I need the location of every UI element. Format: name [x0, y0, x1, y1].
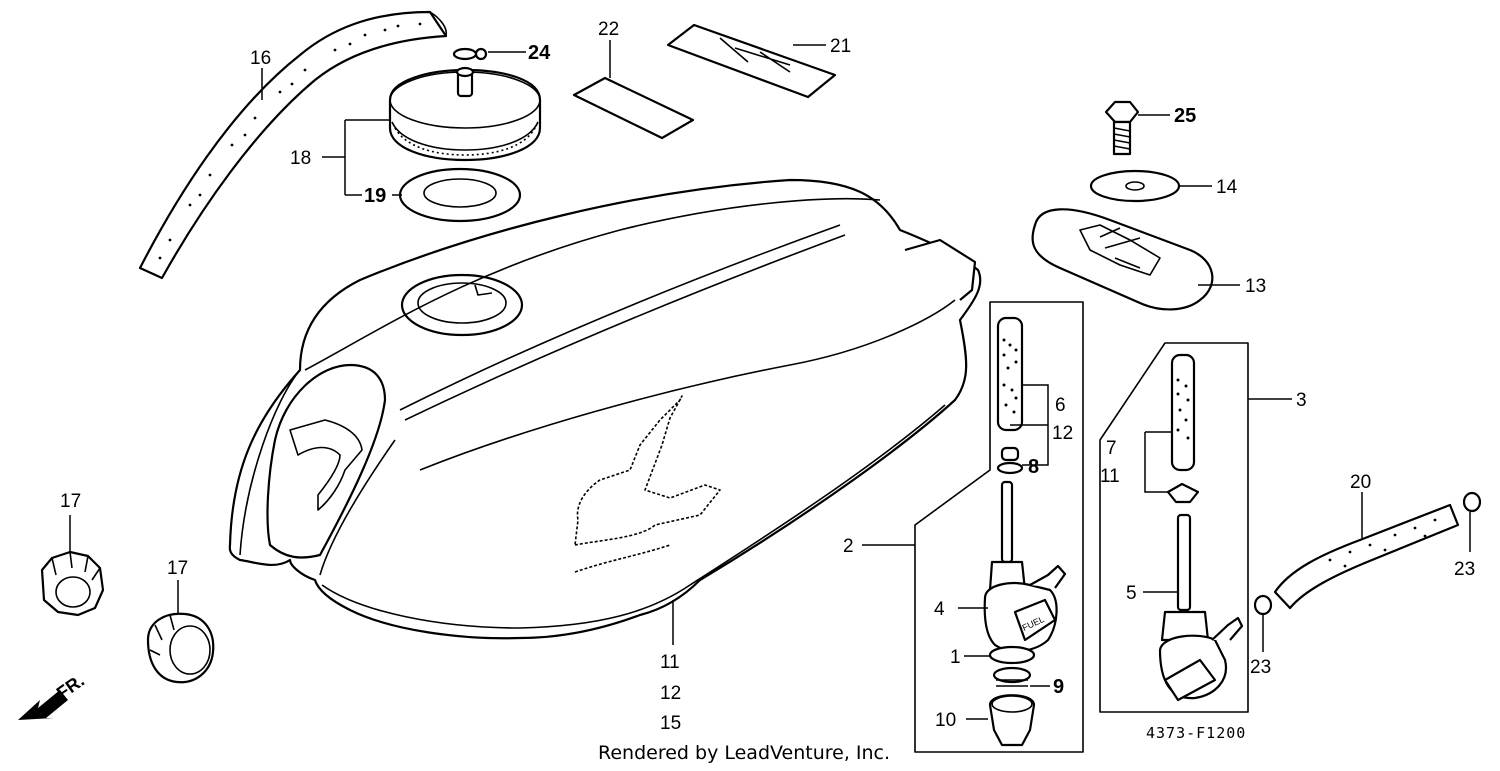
- spring-part-9[interactable]: [992, 666, 1032, 687]
- o-ring-part-8[interactable]: [996, 446, 1024, 475]
- callout-12a: 12: [660, 683, 681, 704]
- callout-23a: 23: [1454, 559, 1475, 580]
- leader-lines: [69, 40, 1471, 720]
- callout-21: 21: [830, 36, 851, 57]
- callout-17b: 17: [167, 558, 188, 579]
- breather-tube-part-16[interactable]: [138, 10, 448, 280]
- petcock-assembly-frame-left: [914, 301, 1084, 753]
- callout-23b: 23: [1250, 657, 1271, 678]
- fuel-tank-part-11[interactable]: [228, 178, 982, 640]
- fuel-cap-part-18[interactable]: [388, 66, 542, 162]
- callout-16: 16: [250, 48, 271, 69]
- fuel-valve-part-5[interactable]: [1158, 513, 1244, 702]
- fuel-valve-part-4[interactable]: FUEL: [983, 480, 1067, 653]
- pad-part-22[interactable]: [572, 76, 695, 140]
- callout-11b: 11: [1100, 466, 1120, 487]
- callout-3: 3: [1296, 390, 1307, 411]
- hose-clip-part-23-right[interactable]: [1462, 491, 1482, 513]
- filter-part-7[interactable]: [1166, 353, 1200, 504]
- callout-2: 2: [843, 536, 854, 557]
- pad-part-21[interactable]: [666, 23, 837, 99]
- callout-17a: 17: [60, 491, 81, 512]
- callout-5: 5: [1126, 583, 1137, 604]
- petcock-assembly-frame-right: [1099, 342, 1249, 713]
- callout-9: 9: [1053, 676, 1064, 698]
- callout-11a: 11: [660, 652, 680, 673]
- callout-7: 7: [1106, 438, 1117, 459]
- cap-part-17-b[interactable]: [146, 612, 215, 684]
- bolt-part-25[interactable]: [1104, 100, 1140, 156]
- cap-gasket-part-19[interactable]: [398, 167, 522, 223]
- sediment-cup-part-10[interactable]: [988, 694, 1036, 747]
- callout-6: 6: [1055, 395, 1066, 416]
- callout-22: 22: [598, 19, 619, 40]
- diagram-code: 4373-F1200: [1146, 724, 1246, 742]
- callout-14: 14: [1216, 177, 1238, 198]
- callout-15: 15: [660, 713, 681, 734]
- callout-12b: 12: [1052, 423, 1073, 444]
- callout-19: 19: [364, 185, 386, 207]
- callout-1: 1: [950, 647, 961, 668]
- callout-13: 13: [1245, 276, 1266, 297]
- callout-4: 4: [934, 599, 945, 620]
- callout-24: 24: [528, 42, 551, 64]
- cap-part-17-a[interactable]: [40, 550, 105, 617]
- filter-part-6[interactable]: [996, 316, 1024, 432]
- callout-20: 20: [1350, 472, 1371, 493]
- callout-25: 25: [1174, 105, 1196, 127]
- rubber-mount-part-13[interactable]: [1031, 208, 1214, 311]
- callout-labels: 16 24 22 21 18 19 25 14 13 6 12 8 3 7 11…: [60, 19, 1475, 734]
- callout-10: 10: [935, 710, 956, 731]
- clip-part-24[interactable]: [452, 47, 488, 61]
- callout-8: 8: [1028, 456, 1039, 478]
- washer-part-14[interactable]: [1089, 169, 1181, 203]
- o-ring-part-1[interactable]: [988, 645, 1036, 665]
- credit-text: Rendered by LeadVenture, Inc.: [598, 742, 890, 764]
- front-direction-arrow-icon: [18, 690, 68, 720]
- fuel-hose-part-20[interactable]: [1273, 503, 1460, 610]
- callout-18: 18: [290, 148, 311, 169]
- hose-clip-part-23-left[interactable]: [1253, 594, 1273, 616]
